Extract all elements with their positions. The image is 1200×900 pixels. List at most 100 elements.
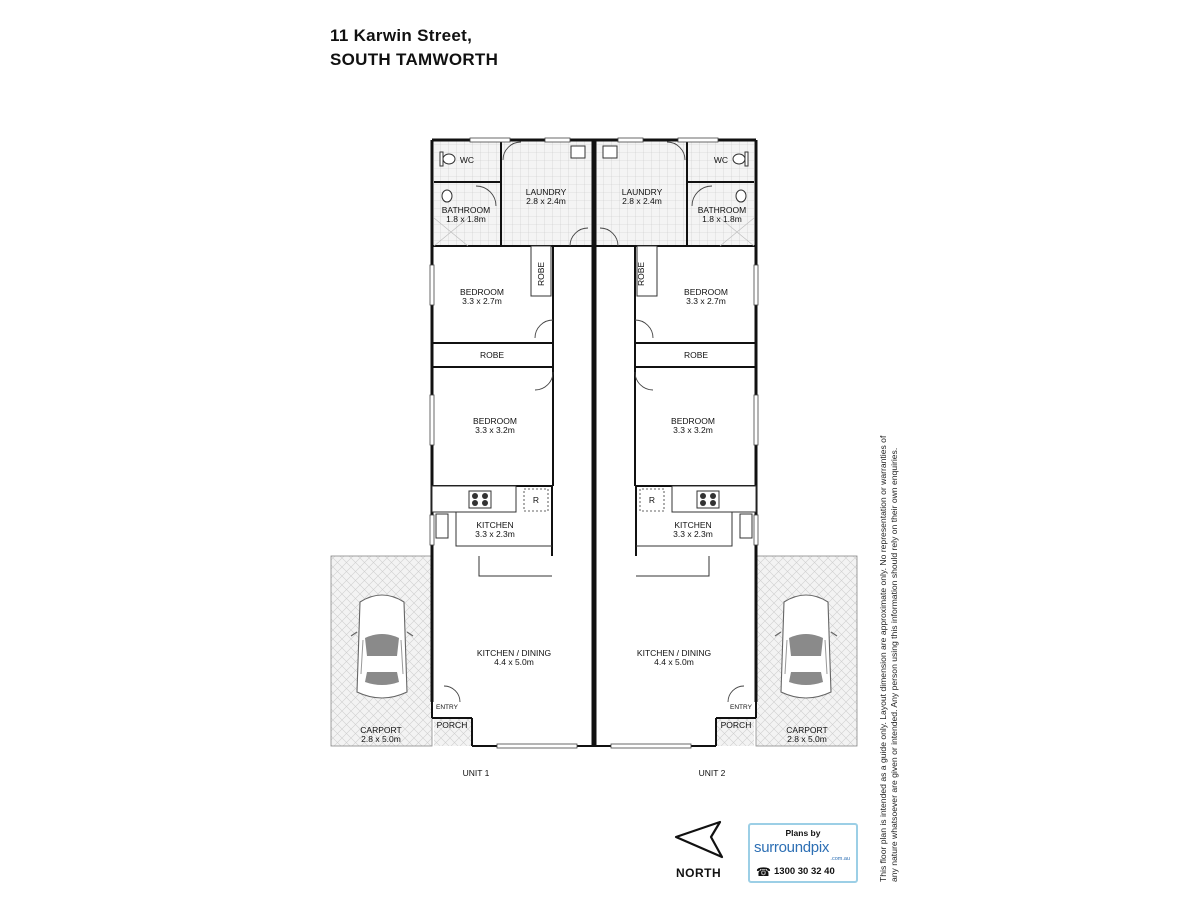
north-arrow-icon — [674, 820, 724, 859]
unit-2-kitchen-name: KITCHEN — [674, 520, 711, 530]
unit-2-door-swing — [634, 371, 654, 391]
unit-2-robe-small — [636, 245, 658, 297]
address-block: 11 Karwin Street, SOUTH TAMWORTH — [330, 24, 498, 72]
unit-2-kitchen-island — [636, 556, 710, 577]
unit-2-door-swing — [599, 227, 619, 247]
phone-number: 1300 30 32 40 — [774, 866, 835, 877]
unit-2-toilet-cistern — [744, 151, 749, 167]
unit-1-entry-label: ENTRY — [436, 704, 459, 711]
unit-2-door-swing — [634, 319, 654, 339]
unit-2-laundry-tub-icon — [602, 145, 618, 159]
unit-1-window — [429, 514, 435, 546]
unit-1-kitchen-dims: 3.3 x 2.3m — [475, 529, 515, 539]
unit-1-bathroom-name: BATHROOM — [442, 205, 490, 215]
unit-2-cooktop-icon — [696, 490, 720, 509]
unit-2-bedroom2-name: BEDROOM — [671, 416, 715, 426]
brand-domain: .com.au — [830, 856, 850, 862]
unit-1-car-icon — [350, 594, 414, 699]
unit-2-toilet-icon — [732, 153, 746, 165]
unit-2-entry-label: ENTRY — [730, 704, 753, 711]
unit-2-kitchen-bench-outline — [636, 512, 733, 547]
phone-icon: ☎ — [756, 865, 771, 879]
unit-1-bedroom2-dims: 3.3 x 3.2m — [475, 425, 515, 435]
unit-1-laundry-tub-icon — [570, 145, 586, 159]
unit-2-laundry-dims: 2.8 x 2.4m — [622, 196, 662, 206]
unit-2-porch-area — [716, 718, 754, 746]
unit-1-kitchen-dining-name: KITCHEN / DINING — [477, 648, 551, 658]
unit-1-porch-area — [434, 718, 472, 746]
unit-1-laundry-name: LAUNDRY — [526, 187, 567, 197]
unit-1-robe-wide-label: ROBE — [480, 350, 504, 360]
unit-2-bedroom1-dims: 3.3 x 2.7m — [686, 296, 726, 306]
unit-1-window — [544, 137, 571, 143]
unit-1-cooktop-icon — [468, 490, 492, 509]
unit-1-door-swing — [502, 141, 522, 161]
unit-1-kitchen-name: KITCHEN — [476, 520, 513, 530]
unit-2-wc-label: WC — [714, 155, 728, 165]
unit-2-fridge-label: R — [649, 495, 655, 505]
unit-1-carport-name: CARPORT — [360, 725, 401, 735]
unit-1-door-swing — [443, 685, 461, 703]
unit-2-shower-icon — [735, 189, 747, 203]
unit-1-bathroom-dims: 1.8 x 1.8m — [446, 214, 486, 224]
unit-2-window — [617, 137, 644, 143]
unit-1-window — [429, 394, 435, 446]
unit-1-fridge-space — [523, 488, 549, 512]
address-line-2: SOUTH TAMWORTH — [330, 50, 499, 69]
unit-1-toilet-icon — [442, 153, 456, 165]
unit-2-porch-label: PORCH — [721, 720, 752, 730]
unit-1-robe-small — [530, 245, 552, 297]
unit-1-shower-icon — [441, 189, 453, 203]
north-label: NORTH — [676, 866, 722, 880]
unit-2-robe-small-label: ROBE — [636, 262, 646, 286]
unit-2-sink-icon — [739, 513, 753, 539]
unit-1-shower-base — [433, 217, 469, 247]
unit-1-sink-icon — [435, 513, 449, 539]
unit-1-robe-small-label: ROBE — [536, 262, 546, 286]
unit-2-label: UNIT 2 — [699, 768, 726, 778]
unit-1-kitchen-dining-dims: 4.4 x 5.0m — [494, 657, 534, 667]
unit-1-toilet-cistern — [439, 151, 444, 167]
unit-2-window — [753, 394, 759, 446]
unit-1-door-swing — [569, 227, 589, 247]
unit-1-porch-label: PORCH — [437, 720, 468, 730]
unit-2-car-icon — [774, 594, 838, 699]
unit-2-kitchen-dining-dims: 4.4 x 5.0m — [654, 657, 694, 667]
unit-2-kitchen-dims: 3.3 x 2.3m — [673, 529, 713, 539]
unit-2-door-swing — [691, 185, 713, 207]
unit-1-carport-dims: 2.8 x 5.0m — [361, 734, 401, 744]
unit-1-door-swing — [475, 185, 497, 207]
surroundpix-logo: Plans by surroundpix .com.au ☎ 1300 30 3… — [748, 823, 858, 883]
unit-2-door-swing — [727, 685, 745, 703]
unit-1-laundry-dims: 2.8 x 2.4m — [526, 196, 566, 206]
unit-2-bedroom1-name: BEDROOM — [684, 287, 728, 297]
unit-2-window — [753, 514, 759, 546]
unit-1-kitchen-bench-outline — [455, 512, 552, 547]
unit-2-shower-base — [719, 217, 755, 247]
unit-2-window — [610, 743, 692, 749]
unit-2-kitchen-dining-name: KITCHEN / DINING — [637, 648, 711, 658]
plans-by-label: Plans by — [785, 828, 821, 838]
unit-1-bedroom1-dims: 3.3 x 2.7m — [462, 296, 502, 306]
unit-2-carport-dims: 2.8 x 5.0m — [787, 734, 827, 744]
brand-name: surroundpix — [754, 839, 830, 856]
address-line-1: 11 Karwin Street, — [330, 26, 473, 45]
unit-1-bedroom2-name: BEDROOM — [473, 416, 517, 426]
unit-2-laundry-name: LAUNDRY — [622, 187, 663, 197]
unit-2-window — [677, 137, 719, 143]
unit-1-window — [469, 137, 511, 143]
unit-2-carport-name: CARPORT — [786, 725, 827, 735]
unit-1-kitchen-island — [478, 556, 552, 577]
disclaimer-text: This floor plan is intended as a guide o… — [878, 435, 899, 882]
unit-1-door-swing — [534, 319, 554, 339]
unit-1-window — [429, 264, 435, 306]
unit-2-door-swing — [666, 141, 686, 161]
unit-1-bedroom1-name: BEDROOM — [460, 287, 504, 297]
unit-1-window — [496, 743, 578, 749]
unit-2-bathroom-dims: 1.8 x 1.8m — [702, 214, 742, 224]
unit-2-fridge-space — [639, 488, 665, 512]
unit-1-door-swing — [534, 371, 554, 391]
unit-1-label: UNIT 1 — [463, 768, 490, 778]
